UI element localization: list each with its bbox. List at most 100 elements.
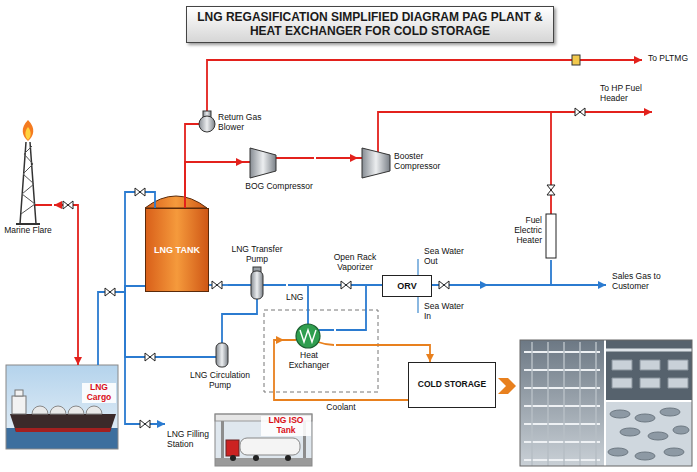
pipe-connector [185,124,196,208]
lng-tank: LNG TANK [145,208,209,292]
photo-fish [620,428,640,436]
pump: LNG Circulation Pump [182,340,260,396]
flare-leg [20,142,36,224]
flare-tower [16,120,40,224]
photo-fish [664,448,684,456]
pump-symbol [251,271,263,299]
node-label: LNG Cargo [82,383,116,403]
ship-hull [10,414,116,432]
node-label: LNG ISO Tank [261,416,311,436]
diagram-title: LNG REGASIFICATION SIMPLIFIED DIAGRAM PA… [195,10,545,39]
pump-symbol [216,343,228,367]
gas-blower: Return Gas Blower [196,108,272,142]
node-label: LNG TANK [146,245,208,255]
valve-symbol [105,288,115,296]
lng-carrier: LNG Cargo [6,365,118,449]
sales-gas-pipe [551,284,606,286]
title-box: LNG REGASIFICATION SIMPLIFIED DIAGRAM PA… [186,6,554,43]
node-label: LNG Circulation Pump [182,371,258,391]
valve-symbol [341,281,351,289]
pipe-label: Sea Water In [424,302,472,322]
photo-fish-tray [606,402,692,466]
pipe-connector [185,162,244,208]
photo-frame [6,365,118,449]
ship-bridge [12,396,26,414]
pipe-connector [336,285,382,330]
heat-exchanger: Heat Exchanger [284,322,336,382]
valve-symbol [135,188,145,196]
pipe-label: Sea Water Out [424,247,472,267]
photo-fish [648,432,668,440]
truck-cab [226,440,239,456]
valve-symbol [145,353,155,361]
blower-symbol [199,116,215,132]
node-label: LNG Transfer Pump [228,245,286,265]
compressor-symbol [250,148,276,178]
node-label: Heat Exchanger [284,351,334,371]
photo-fish [660,408,680,416]
gas-pipe [207,60,642,112]
station-ground [215,458,312,466]
iso-tank-station: LNG Filling Station LNG ISO Tank [165,412,315,468]
valve-symbol [439,281,449,289]
gas-pipe [550,112,552,214]
pipe-connector [222,301,257,340]
dashed-boundary [264,310,378,392]
photo-sky [6,365,118,449]
flare-lattice [21,146,35,214]
photo-shelf [524,352,600,460]
chevron-arrow [498,378,516,394]
ship-mast [15,390,23,396]
heat-exchanger-coil [300,330,316,342]
photo-frame [215,414,312,466]
pipe-stub [35,124,363,205]
pipe-connector [274,340,408,400]
flare-flame [23,120,34,141]
heat-exchanger-symbol [296,324,320,348]
flare-flame-core [25,127,30,140]
compressor: Booster Compressor [358,146,458,184]
cold-storage-photo [520,340,692,466]
node-label: Return Gas Blower [218,113,270,133]
lng-ship-photo [6,365,118,449]
valve-symbol [140,420,150,428]
photo-light [606,349,692,352]
pipe-connector [288,285,308,322]
station-pillar [221,421,224,458]
pipe-connector [125,286,182,357]
pump: LNG Transfer Pump [228,243,288,301]
pipe-label: Open Rack Vaporizer [326,253,384,273]
node-label: Marine Flare [4,226,52,236]
valve-symbol [212,281,222,289]
ship-boot [15,428,111,432]
pipe-connector [125,286,165,424]
node-label: COLD STORAGE [409,380,495,390]
pipe-label: To PLTMG [648,54,688,64]
flow-meter [572,55,580,65]
photo-freezer [520,340,604,466]
compressor-symbol [362,148,390,178]
iso-tank-body [240,438,300,455]
node-label: Fuel Electric Heater [500,216,542,245]
flare-base [16,223,40,225]
pipe-label: LNG [286,293,303,303]
electric-heater: Fuel Electric Heater [500,212,562,260]
compressor: BOG Compressor [244,146,316,208]
valve-symbol [63,201,73,209]
node-label: LNG Filling Station [167,430,215,450]
truck-wheel [253,455,259,461]
node-label: BOG Compressor [244,182,314,192]
photo-sea [6,428,118,449]
photo-warehouse [606,340,692,400]
photo-sky [215,414,312,466]
photo-fish [635,414,655,422]
pipe-connector [432,260,551,285]
flare-stack: Marine Flare [4,116,54,250]
vaporizer-box: ORV [382,275,432,297]
pipe-label: Sales Gas to Customer [612,272,686,292]
iso-tank-photo [215,414,312,466]
photo-fish [608,448,628,456]
pipe-label: To HP Fuel Header [600,84,662,104]
photo-frame [520,340,692,466]
